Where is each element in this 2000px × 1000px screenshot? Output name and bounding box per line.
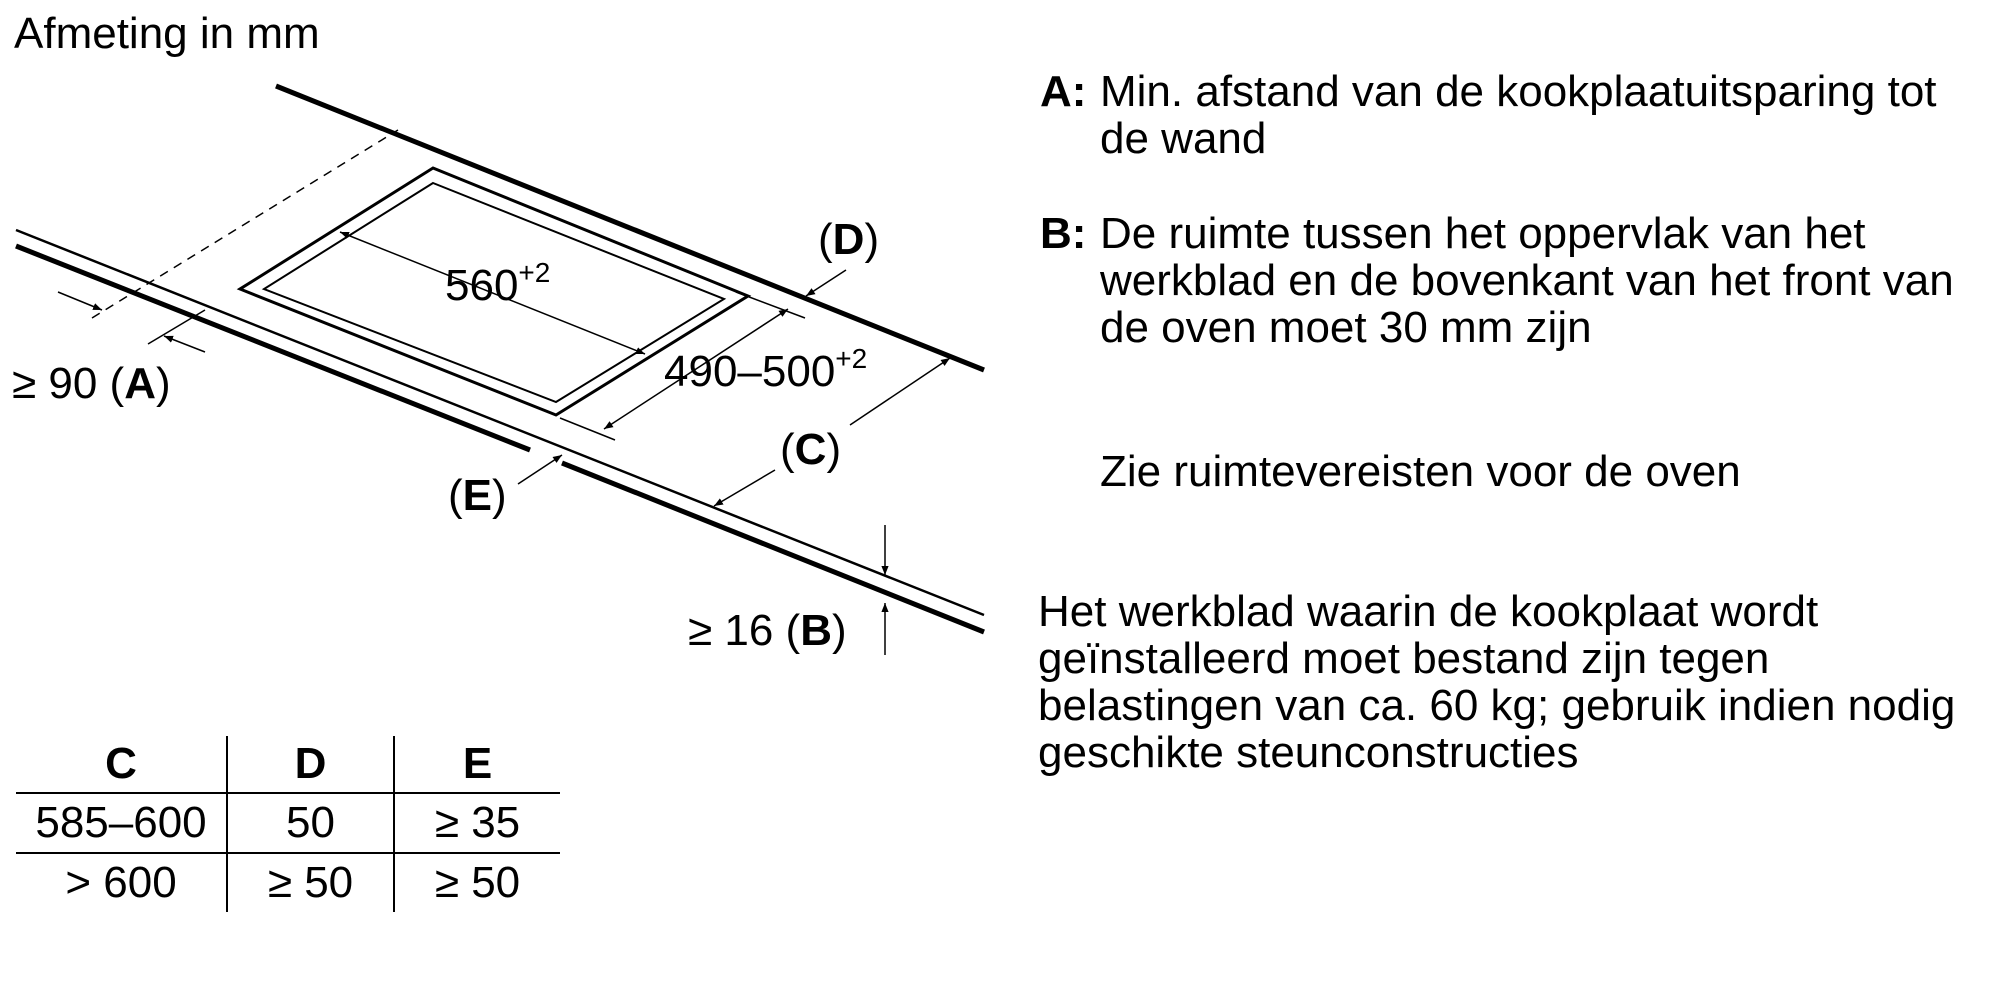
c-dimension-upper [849,357,951,426]
load-note: Het werkblad waarin de kookplaat wordt g… [1038,587,1956,777]
table-header-row: C D E [16,736,560,793]
table-cell: > 600 [16,852,227,912]
table-cell: 50 [226,792,394,853]
a-extension-line [147,309,206,345]
table-cell: ≥ 50 [226,852,394,912]
b-label: ≥ 16 (B) [688,606,847,655]
dimension-table: C D E 585–600 50 ≥ 35 > 600 ≥ 50 ≥ 50 [16,736,560,912]
wall-dashed-line [91,129,399,319]
e-leader [517,454,563,485]
legend-b-key: B: [1040,209,1087,258]
table-header-c: C [105,739,137,788]
e-label: (E) [448,471,507,520]
depth-dimension-line [603,308,789,430]
depth-extension-front [559,417,616,441]
legend-a-key: A: [1040,67,1087,116]
worktop-front-bottom-edge-right [561,460,985,635]
d-leader [805,269,847,297]
table-cell: ≥ 50 [393,852,560,912]
depth-extension-back [735,291,806,319]
table-row: > 600 ≥ 50 ≥ 50 [16,852,560,912]
legend-c-text: Zie ruimtevereisten voor de oven [1100,447,1741,496]
diagram-title: Afmeting in mm [14,9,320,58]
table-header-e: E [393,736,560,793]
table-header-d: D [226,736,394,793]
table-cell: ≥ 35 [393,792,560,853]
a-arrow-right [163,335,206,353]
legend-a: A: Min. afstand van de kookplaatuitspari… [1040,68,1980,162]
legend-b: B: De ruimte tussen het oppervlak van he… [1040,210,1980,351]
c-label: (C) [780,425,841,474]
legend-b-text: De ruimte tussen het oppervlak van het w… [1100,209,1954,352]
c-dimension-lower [713,469,776,507]
legend-a-text: Min. afstand van de kookplaatuitsparing … [1100,67,1937,163]
legend-c: Zie ruimtevereisten voor de oven [1040,448,1980,495]
worktop-front-bottom-edge [15,243,531,453]
width-label: 560+2 [445,257,550,310]
depth-label: 490–500+2 [664,343,867,396]
width-dimension-line [339,231,646,355]
d-label: (D) [818,215,879,264]
worktop-front-top-edge [15,228,985,617]
table-cell: 585–600 [16,792,227,853]
a-arrow-left [57,291,103,311]
a-label: ≥ 90 (A) [12,359,171,408]
table-row: 585–600 50 ≥ 35 [16,792,560,853]
